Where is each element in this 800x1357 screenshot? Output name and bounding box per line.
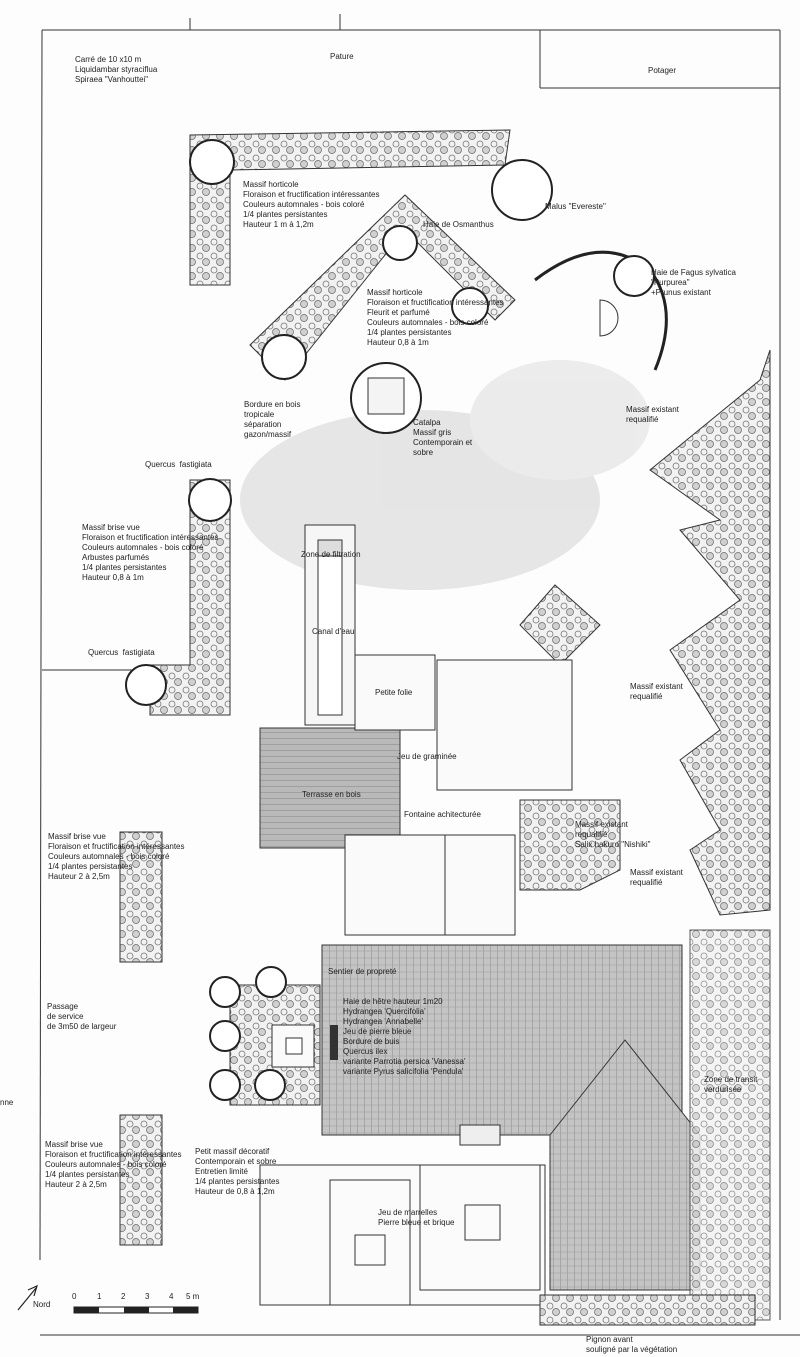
label-left-edge: nne [0,1098,14,1107]
label-haie-osmanthus: Haie de Osmanthus [423,220,494,229]
front-courtyard [259,1164,546,1306]
label-nord: Nord [33,1300,51,1309]
label-petite-folie: Petite folie [375,688,413,697]
malus-tree [491,159,553,221]
liquidambar-tree [189,139,235,185]
label-pature: Pature [330,52,354,61]
label-haie-fagus: Haie de Fagus sylvatica"Purpurea"+Prunus… [651,268,736,297]
label-fontaine: Fontaine achitecturée [404,810,481,819]
label-terrasse: Terrasse en bois [302,790,361,799]
osmanthus-tree-2 [451,287,489,325]
osmanthus-tree [382,225,418,261]
label-quercus-1: Quercus fastigiata [145,460,212,469]
scale-tick-5: 5 m [186,1292,200,1301]
label-quercus-2: Quercus fastigiata [88,648,155,657]
massif-tree [261,334,307,380]
ilex-tree-3 [209,1020,241,1052]
house-roof [321,944,701,1291]
massif-brise-vue-lower [119,831,163,963]
massif-existant-right [519,349,771,916]
ilex-tree-4 [209,1069,241,1101]
fagus-tree [613,255,655,297]
label-sentier: Sentier de propreté [328,967,397,976]
property-boundary [39,14,800,1336]
label-malus: Malus "Evereste" [545,202,606,211]
terrasse-bois [259,727,401,849]
massif-brise-vue-left [149,479,231,716]
ilex-tree-2 [255,966,287,998]
prunus-half-circle [599,299,619,337]
massif-brise-vue-bottom [119,1114,163,1246]
front-hedge [539,1294,756,1326]
trees [125,139,655,1101]
catalpa-square [367,377,405,415]
zone-transit [689,929,771,1321]
scale-tick-4: 4 [169,1292,174,1301]
scale-tick-3: 3 [145,1292,150,1301]
scale-tick-0: 0 [72,1292,77,1301]
quercus-tree-2 [125,664,167,706]
label-canal: Canal d'eau [312,627,355,636]
massif-diagonal [249,194,516,381]
scale-bar [73,1306,199,1314]
graminee-grid [344,654,573,936]
ilex-tree-1 [209,976,241,1008]
canal-and-filtration [304,524,356,726]
quercus-tree-1 [188,478,232,522]
label-potager: Potager [648,66,677,75]
north-arrow [17,1284,38,1311]
label-zone-filtration: Zone de filtration [301,550,361,559]
scale-tick-2: 2 [121,1292,126,1301]
label-jeu-graminee: Jeu de graminée [397,752,457,761]
scale-tick-1: 1 [97,1292,102,1301]
ilex-tree-5 [254,1069,286,1101]
